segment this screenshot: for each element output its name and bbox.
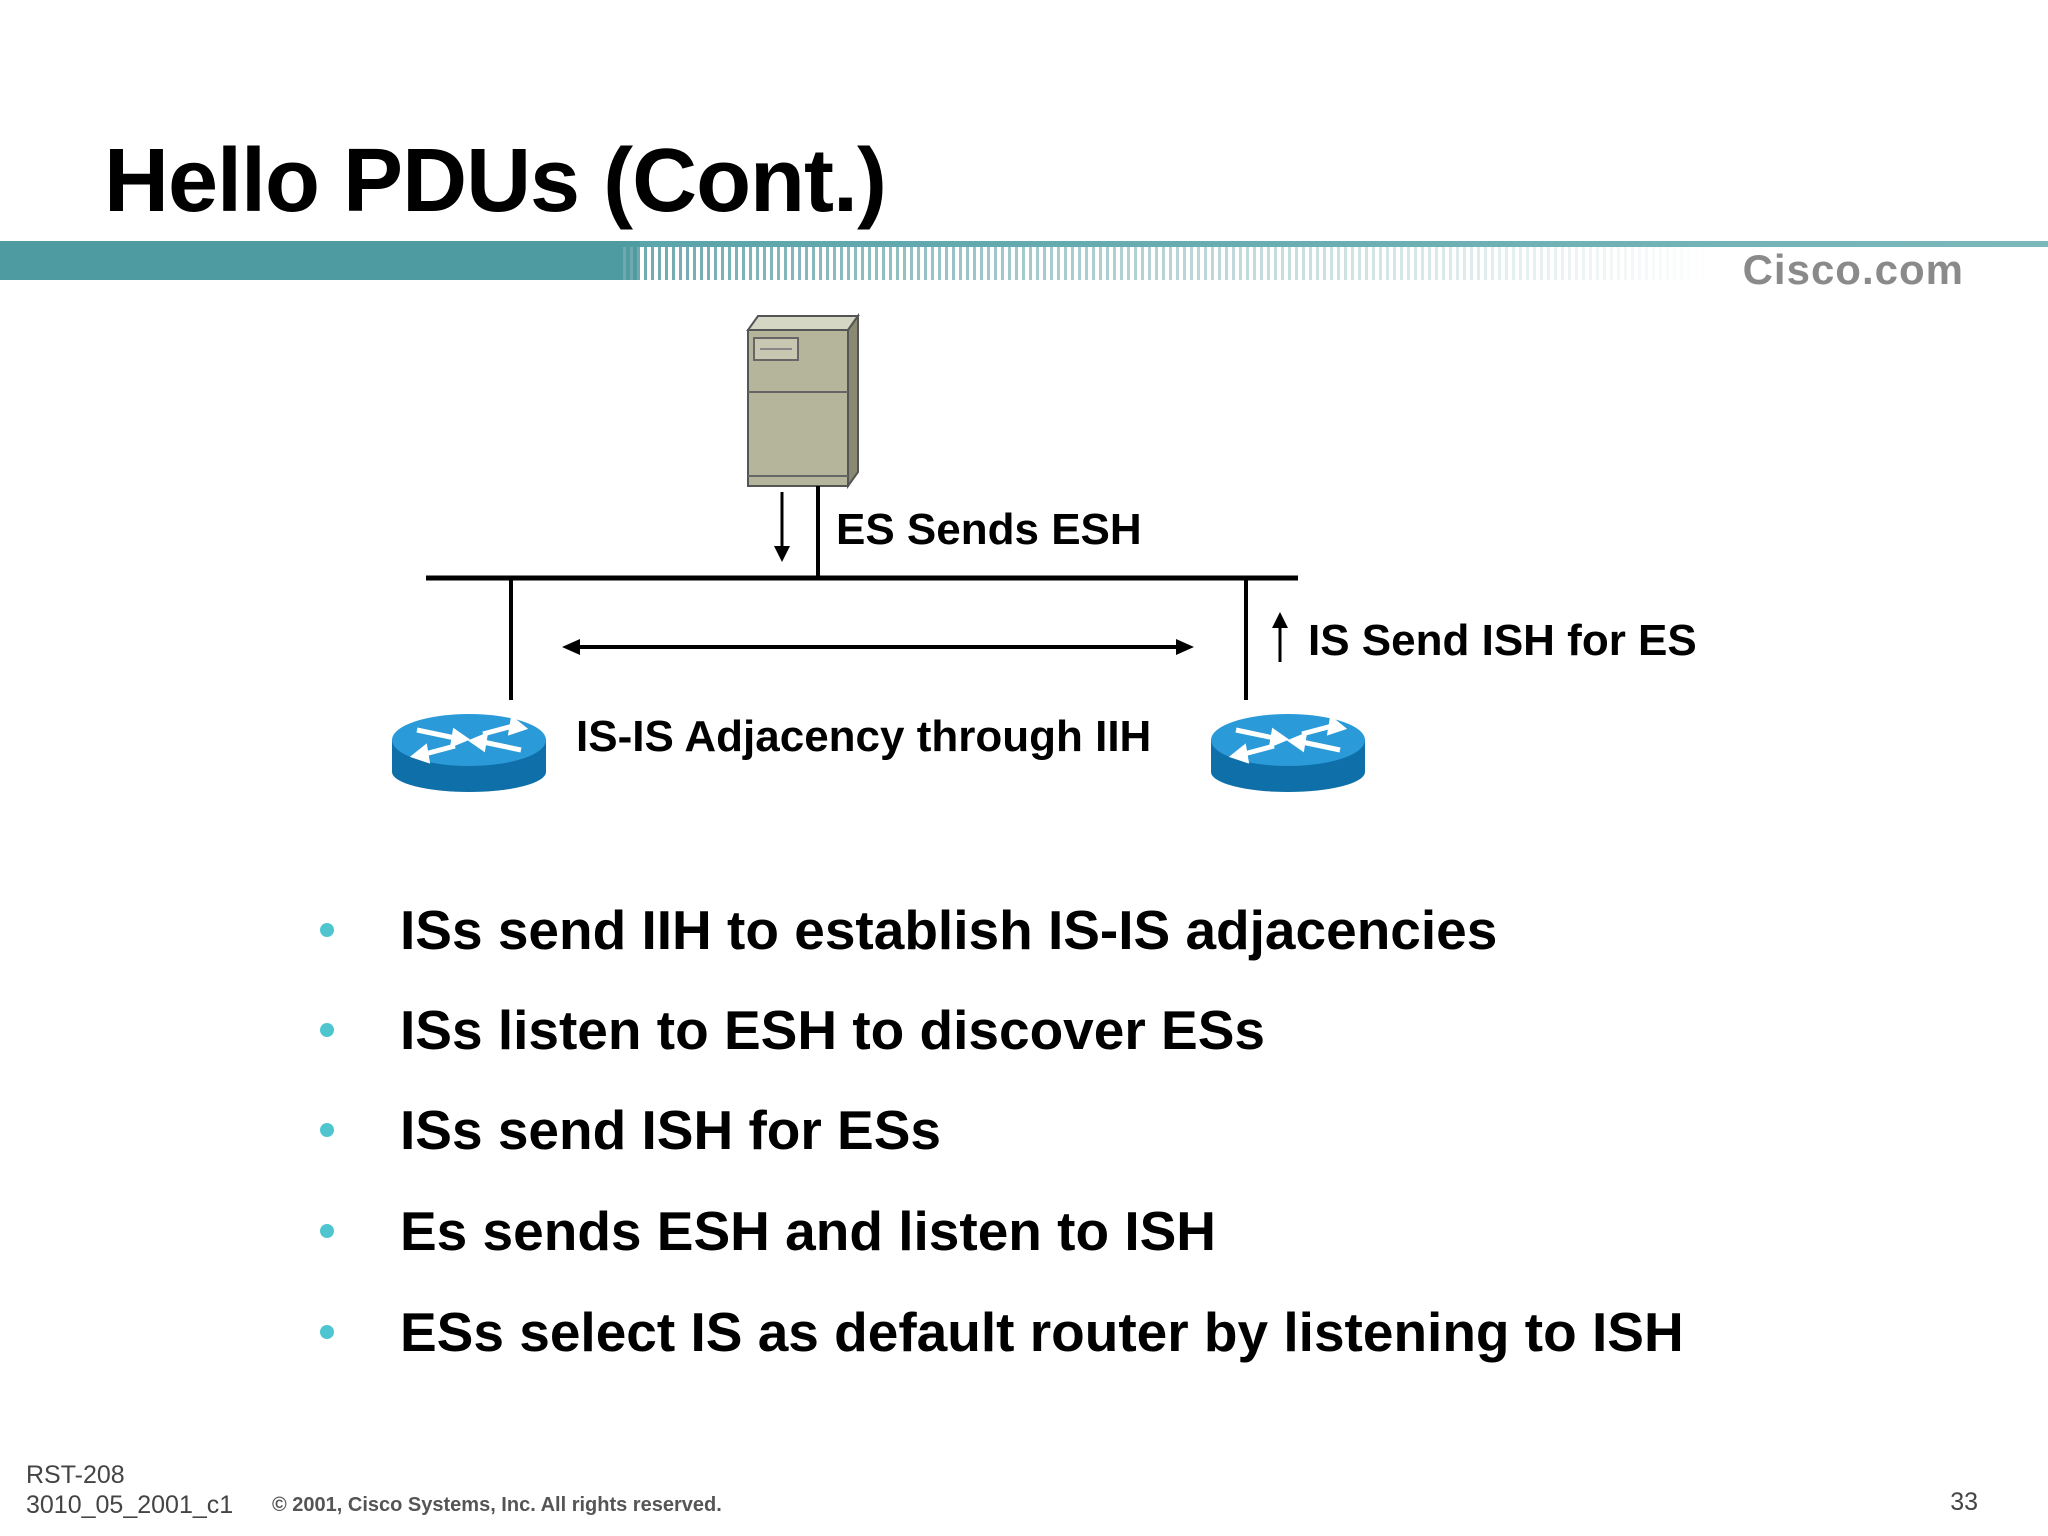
is-send-ish-label: IS Send ISH for ES <box>1308 616 1697 665</box>
router-left-icon <box>392 714 546 792</box>
footer-code-line2: 3010_05_2001_c1 <box>26 1491 234 1519</box>
router-right-icon <box>1211 714 1365 792</box>
adjacency-label: IS-IS Adjacency through IIH <box>576 712 1152 761</box>
list-item: ISs send IIH to establish IS-IS adjacenc… <box>0 898 2048 988</box>
page-number: 33 <box>1950 1488 1978 1516</box>
bullet-icon <box>320 1224 334 1238</box>
bullet-text: ISs send IIH to establish IS-IS adjacenc… <box>400 899 1498 961</box>
es-sends-esh-label: ES Sends ESH <box>836 505 1142 554</box>
list-item: ESs select IS as default router by liste… <box>0 1300 2048 1390</box>
bullet-icon <box>320 1325 334 1339</box>
bullet-text: Es sends ESH and listen to ISH <box>400 1200 1217 1262</box>
list-item: Es sends ESH and listen to ISH <box>0 1199 2048 1289</box>
ish-arrow <box>1272 612 1288 662</box>
bullet-text: ISs send ISH for ESs <box>400 1099 942 1161</box>
header-bar <box>0 241 2048 280</box>
list-item: ISs send ISH for ESs <box>0 1098 2048 1188</box>
footer-copyright: © 2001, Cisco Systems, Inc. All rights r… <box>272 1494 722 1516</box>
bullet-icon <box>320 1123 334 1137</box>
list-item: ISs listen to ESH to discover ESs <box>0 998 2048 1088</box>
bullet-icon <box>320 923 334 937</box>
slide-title: Hello PDUs (Cont.) <box>104 131 887 231</box>
bullet-text: ISs listen to ESH to discover ESs <box>400 999 1265 1061</box>
adjacency-arrow <box>562 639 1194 655</box>
esh-arrow <box>774 492 790 562</box>
footer-code-line1: RST-208 <box>26 1461 125 1489</box>
server-icon <box>746 312 860 490</box>
bullet-icon <box>320 1023 334 1037</box>
brand-logo: Cisco.com <box>1742 246 1964 293</box>
bullet-text: ESs select IS as default router by liste… <box>400 1301 1684 1363</box>
network-diagram <box>392 312 1365 792</box>
